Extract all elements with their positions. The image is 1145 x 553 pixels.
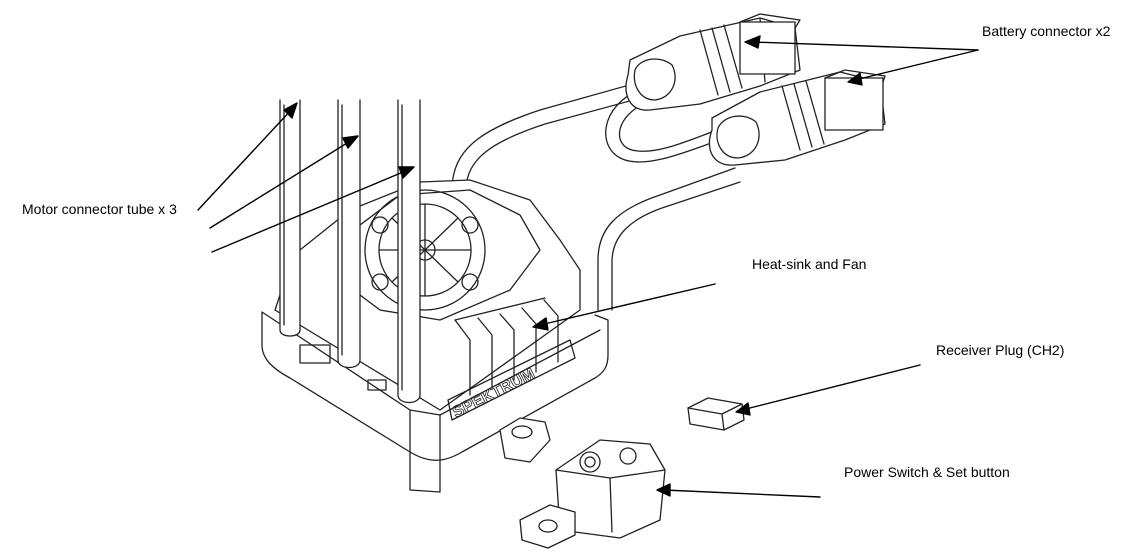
battery-connector-2 [708,69,886,166]
receiver-plug-label: Receiver Plug (CH2) [936,342,1065,358]
motor-connector-label: Motor connector tube x 3 [22,201,177,217]
battery-connector-label: Battery connector x2 [982,23,1111,39]
motor-tubes [279,99,421,404]
receiver-plug [687,397,745,431]
power-switch [519,439,666,549]
esc-body [261,179,609,493]
callout-arrows [197,35,979,498]
heatsink-fan-label: Heat-sink and Fan [752,256,867,272]
power-switch-label: Power Switch & Set button [844,464,1010,480]
